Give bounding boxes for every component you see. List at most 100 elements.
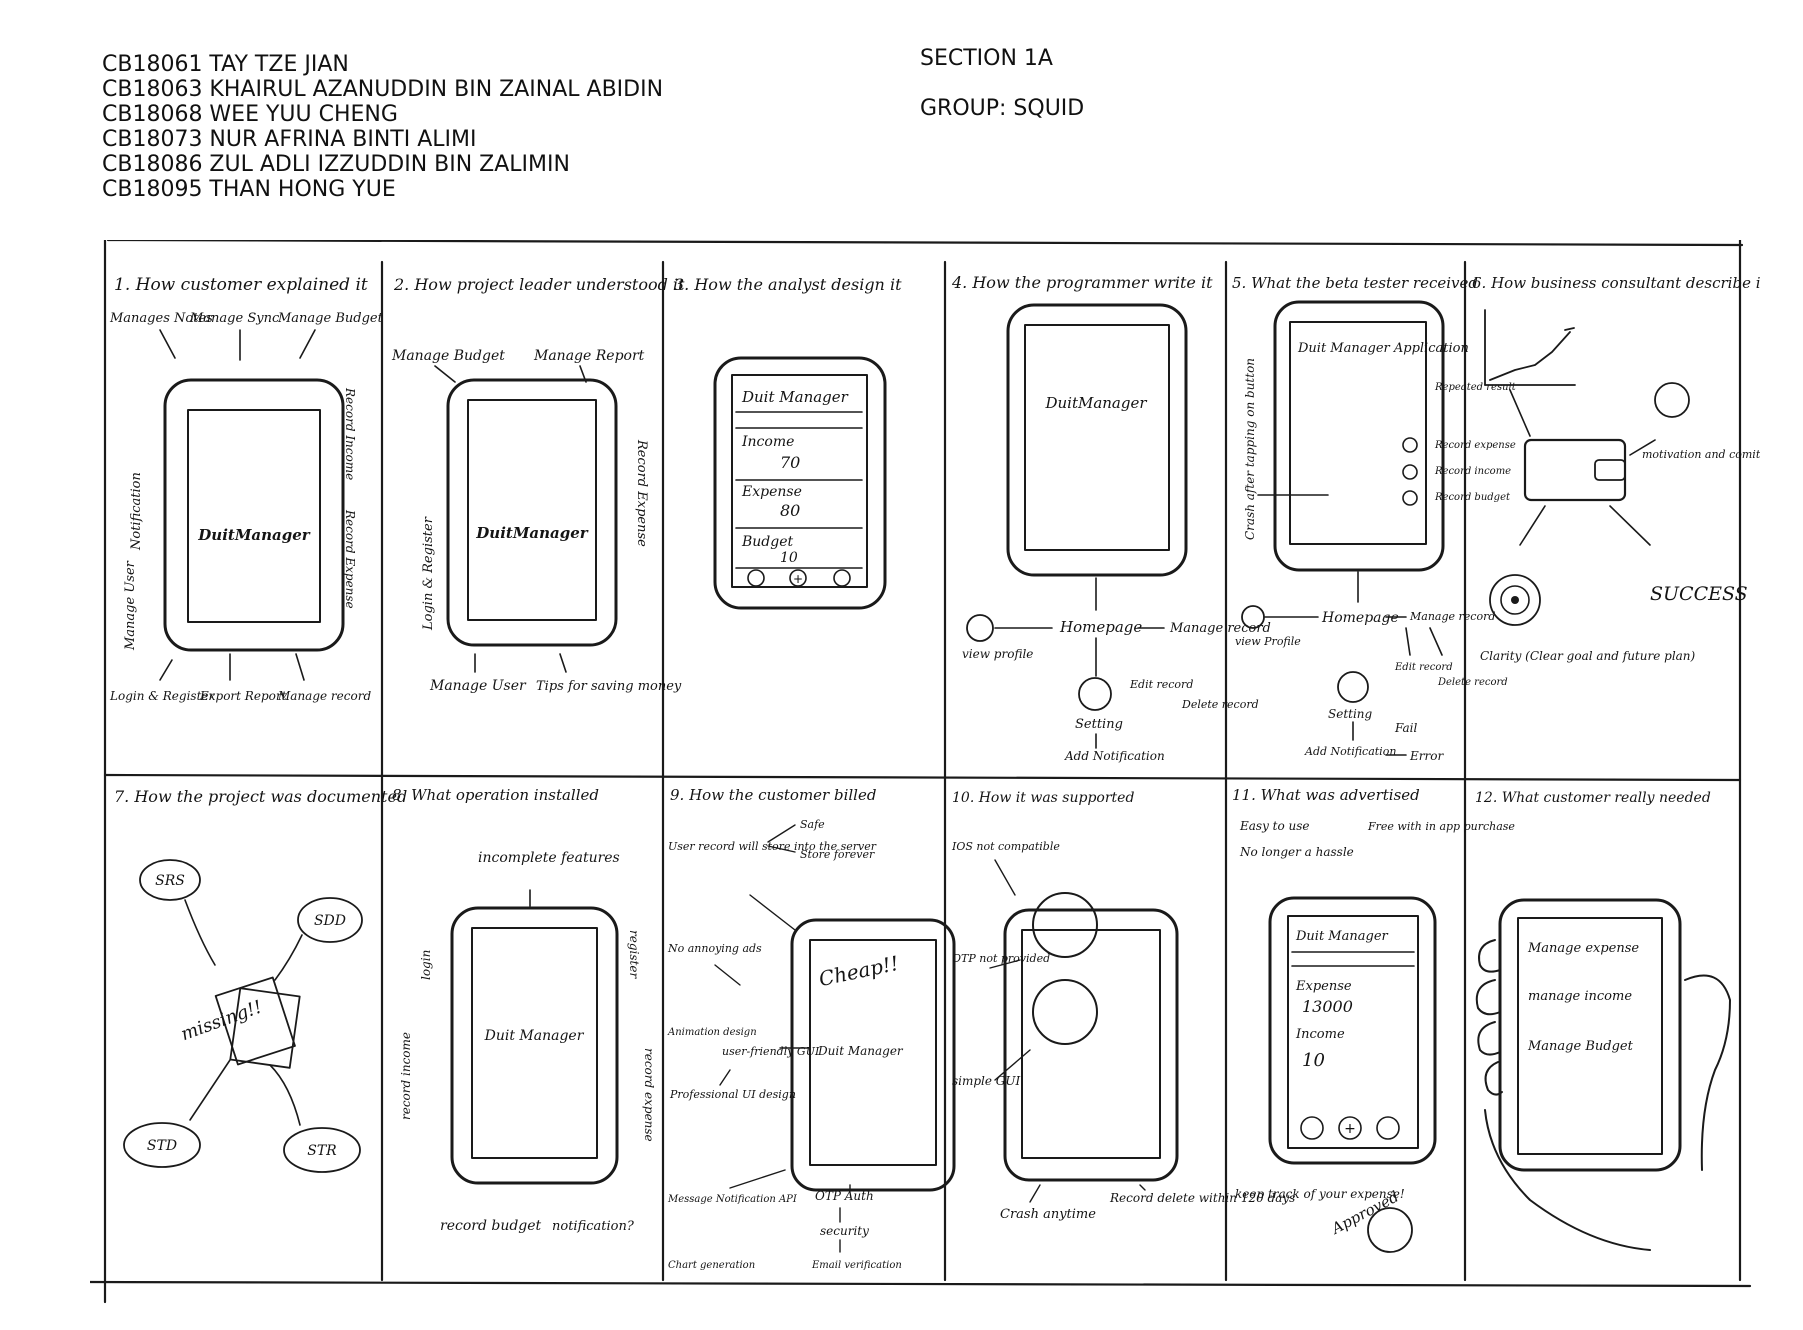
member-line: CB18095 THAN HONG YUE (102, 177, 663, 202)
panel-11: 11. What was advertised Easy to use No l… (1232, 786, 1515, 1252)
screen-title: DuitManager (1044, 394, 1147, 412)
simple-gui-label: simple GUI (952, 1074, 1021, 1088)
screen-title: Duit Manager Application (1297, 341, 1469, 356)
animation-design-label: Animation design (667, 1027, 757, 1038)
phone-screen (1025, 325, 1169, 550)
phone-outline (1008, 305, 1186, 575)
panel-6: 6. How business consultant describe it m… (1472, 274, 1760, 663)
profile-icon (967, 615, 993, 641)
angry-face-icon (1033, 980, 1097, 1044)
panel-1: 1. How customer explained it DuitManager… (109, 275, 384, 703)
srs-label: SRS (155, 873, 185, 889)
delete-record-label: Delete record (1181, 698, 1259, 711)
manage-budget-label: Manage Budget (1527, 1039, 1634, 1054)
security-label: security (820, 1224, 869, 1238)
income-label: Income (1295, 1027, 1345, 1042)
record-budget-label: Record budget (1434, 492, 1511, 503)
panel-title: 4. How the programmer write it (951, 273, 1213, 292)
income-value: 70 (780, 453, 800, 472)
label-tips-saving-money: Tips for saving money (536, 679, 682, 694)
expense-value: 80 (780, 501, 800, 520)
add-notification-label: Add Notification (1304, 745, 1396, 758)
member-line: CB18086 ZUL ADLI IZZUDDIN BIN ZALIMIN (102, 152, 663, 177)
record-income-label: record income (399, 1032, 413, 1120)
edit-record-label: Edit record (1129, 678, 1193, 691)
store-forever-label: Store forever (800, 848, 875, 861)
smiley-icon (1655, 383, 1689, 417)
budget-value: 10 (780, 550, 798, 566)
record-expense-label: record expense (642, 1048, 656, 1142)
label-record-expense: Record Expense (343, 509, 357, 609)
label-manage-report: Manage Report (533, 348, 645, 364)
panel-title: 9. How the customer billed (670, 786, 876, 804)
manage-record-label: Manage record (1409, 610, 1495, 623)
otp-label: OTP not provided (952, 952, 1050, 965)
otp-auth-label: OTP Auth (815, 1189, 874, 1203)
label-manage-user: Manage User (123, 560, 138, 651)
svg-text:+: + (793, 572, 803, 586)
setting-label: Setting (1075, 717, 1123, 732)
menu-icon (834, 570, 850, 586)
panel-title: 10. How it was supported (952, 790, 1134, 806)
section-label: SECTION 1A (920, 46, 1053, 71)
homepage-label: Homepage (1321, 610, 1399, 626)
screen-title: Duit Manager (1295, 929, 1389, 944)
panel-5: 5. What the beta tester received Duit Ma… (1232, 274, 1517, 763)
member-line: CB18068 WEE YUU CHENG (102, 102, 663, 127)
success-label: SUCCESS (1650, 583, 1748, 605)
expense-label: Expense (741, 484, 802, 500)
hand-holding-phone-icon (1477, 940, 1730, 1250)
group-member-list: CB18061 TAY TZE JIAN CB18063 KHAIRUL AZA… (102, 52, 663, 202)
storyboard-sheet: 1. How customer explained it DuitManager… (90, 240, 1760, 1330)
member-line: CB18063 KHAIRUL AZANUDDIN BIN ZAINAL ABI… (102, 77, 663, 102)
expense-label: Expense (1295, 979, 1352, 994)
crash-label: Crash after tapping on button (1243, 358, 1257, 540)
panel-title: 2. How project leader understood it (393, 275, 685, 294)
str-label: STR (307, 1143, 337, 1159)
clarity-label: Clarity (Clear goal and future plan) (1480, 649, 1696, 663)
chart-generation-label: Chart generation (668, 1260, 755, 1271)
screen-title: Duit Manager (817, 1044, 904, 1058)
missing-label: missing!! (178, 997, 265, 1046)
crash-anytime-label: Crash anytime (1000, 1207, 1096, 1222)
wallet-icon (1525, 440, 1625, 500)
notification-label: notification? (552, 1219, 635, 1234)
user-friendly-label: user-friendly GUI (722, 1045, 820, 1058)
no-ads-label: No annoying ads (667, 942, 762, 955)
homepage-label: Homepage (1059, 618, 1142, 636)
std-label: STD (147, 1138, 177, 1154)
panel-7: 7. How the project was documented SRS SD… (114, 787, 407, 1172)
manage-income-label: manage income (1528, 989, 1632, 1004)
budget-label: Budget (741, 534, 794, 550)
panel-title: 3. How the analyst design it (674, 275, 902, 294)
easy-to-use-label: Easy to use (1239, 819, 1310, 833)
label-manage-budget: Manage Budget (391, 348, 505, 364)
panel-title: 1. How customer explained it (114, 275, 368, 295)
growth-graph-icon (1485, 310, 1575, 385)
phone-screen (188, 410, 320, 622)
safe-label: Safe (800, 818, 825, 831)
panel-title: 12. What customer really needed (1475, 790, 1711, 806)
screen-title: Duit Manager (484, 1028, 585, 1044)
wrench-icon (1338, 672, 1368, 702)
label-notification: Notification (129, 472, 144, 551)
record-expense-button-sketch (1403, 438, 1417, 452)
panel-title: 8. What operation installed (392, 786, 599, 804)
profile-icon (748, 570, 764, 586)
panel-2: 2. How project leader understood it Duit… (391, 275, 685, 694)
edit-record-label: Edit record (1394, 662, 1453, 673)
phone-outline (452, 908, 617, 1183)
message-api-label: Message Notification API (667, 1194, 798, 1205)
error-label: Error (1409, 749, 1444, 763)
label-record-income: Record Income (343, 387, 357, 480)
svg-text:+: + (1344, 1121, 1356, 1137)
panel-title: 7. How the project was documented (114, 787, 407, 806)
register-label: register (627, 930, 641, 979)
panel-8: 8. What operation installed Duit Manager… (392, 786, 656, 1234)
member-line: CB18061 TAY TZE JIAN (102, 52, 663, 77)
repeated-result-label: Repeated result (1434, 382, 1517, 393)
panel-3: 3. How the analyst design it Duit Manage… (674, 275, 902, 608)
panel-title: 6. How business consultant describe it (1472, 274, 1760, 292)
panel-9: 9. How the customer billed Cheap!! Duit … (667, 786, 954, 1271)
label-record-expense: Record Expense (634, 439, 649, 547)
